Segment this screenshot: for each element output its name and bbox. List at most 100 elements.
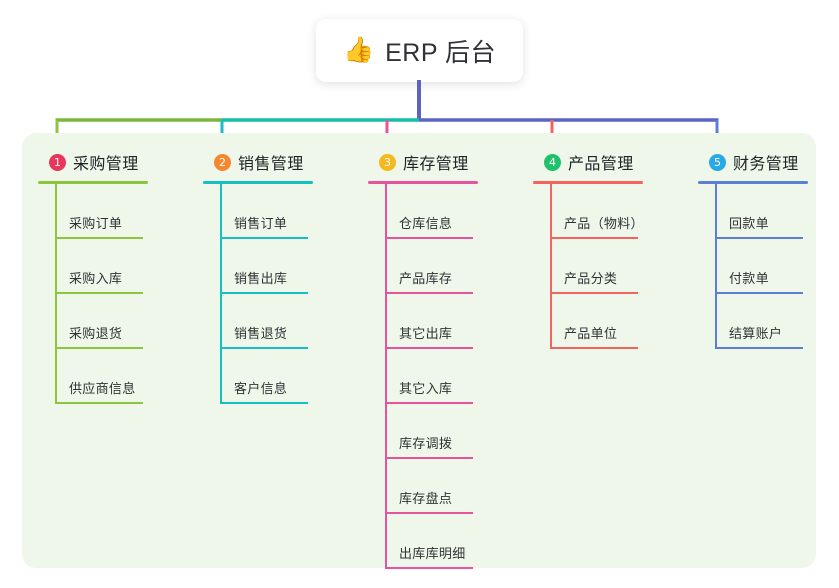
branch-header-3[interactable]: 3 库存管理 <box>368 148 478 176</box>
branch-item-label: 采购订单 <box>69 216 123 231</box>
branch-item[interactable]: 出库库明细 <box>368 514 478 569</box>
branch-title-2: 销售管理 <box>238 156 304 173</box>
branch-header-rule-3 <box>368 181 478 184</box>
branch-item[interactable]: 采购订单 <box>38 184 148 239</box>
branch-item-rule <box>550 347 638 349</box>
branch-item[interactable]: 结算账户 <box>698 294 808 349</box>
root-node[interactable]: 👍 ERP 后台 <box>316 19 523 82</box>
branch-item-rule <box>550 237 638 239</box>
branch-header-rule-2 <box>203 181 313 184</box>
branch-badge-3: 3 <box>379 153 396 171</box>
branch-item-label: 库存盘点 <box>399 491 453 506</box>
branch-item-rule <box>55 402 143 404</box>
branch-column-4: 4 产品管理产品（物料） 产品分类产品单位 <box>533 148 644 349</box>
branch-item-rule <box>220 237 308 239</box>
branch-item-label: 销售退货 <box>234 326 288 341</box>
branch-item-rule <box>715 347 803 349</box>
branch-item[interactable]: 销售出库 <box>203 239 313 294</box>
branch-item[interactable]: 仓库信息 <box>368 184 478 239</box>
branch-item-rule <box>385 512 473 514</box>
branch-item[interactable]: 客户信息 <box>203 349 313 404</box>
branch-item[interactable]: 产品分类 <box>533 239 644 294</box>
branch-item-label: 销售出库 <box>234 271 288 286</box>
branch-item-rule <box>55 237 143 239</box>
branch-item-label: 产品分类 <box>564 271 618 286</box>
branch-item[interactable]: 销售退货 <box>203 294 313 349</box>
branch-item[interactable]: 库存盘点 <box>368 459 478 514</box>
branch-badge-1: 1 <box>49 153 66 171</box>
branch-title-4: 产品管理 <box>568 156 634 173</box>
branch-title-3: 库存管理 <box>403 156 469 173</box>
branch-item-label: 产品（物料） <box>564 216 644 231</box>
branch-item-label: 仓库信息 <box>399 216 453 231</box>
branch-item-rule <box>385 402 473 404</box>
branch-header-rule-1 <box>38 181 148 184</box>
branch-item-rule <box>220 292 308 294</box>
branch-item-rule <box>385 457 473 459</box>
branch-item[interactable]: 库存调拨 <box>368 404 478 459</box>
branch-item-rule <box>55 347 143 349</box>
branch-header-rule-5 <box>698 181 808 184</box>
branch-item[interactable]: 回款单 <box>698 184 808 239</box>
branch-item[interactable]: 产品（物料） <box>533 184 644 239</box>
branch-column-5: 5 财务管理回款单付款单结算账户 <box>698 148 808 349</box>
root-title: ERP 后台 <box>385 38 497 67</box>
branch-badge-4: 4 <box>544 153 561 171</box>
branch-item-label: 销售订单 <box>234 216 288 231</box>
branch-item-list-3: 仓库信息产品库存其它出库其它入库库存调拨库存盘点出库库明细 <box>368 184 478 569</box>
branch-item-label: 付款单 <box>729 271 769 286</box>
branch-item-rule <box>550 292 638 294</box>
branch-item[interactable]: 销售订单 <box>203 184 313 239</box>
branch-item-list-5: 回款单付款单结算账户 <box>698 184 808 349</box>
branch-badge-5: 5 <box>709 153 726 171</box>
branch-item-label: 产品单位 <box>564 326 618 341</box>
branch-item[interactable]: 采购入库 <box>38 239 148 294</box>
branch-item-list-4: 产品（物料） 产品分类产品单位 <box>533 184 644 349</box>
branch-item-label: 其它出库 <box>399 326 453 341</box>
branch-title-1: 采购管理 <box>73 156 139 173</box>
branch-header-4[interactable]: 4 产品管理 <box>533 148 644 176</box>
branch-spine-2 <box>220 184 222 404</box>
branch-item-label: 产品库存 <box>399 271 453 286</box>
branch-spine-4 <box>550 184 552 349</box>
branch-item[interactable]: 其它入库 <box>368 349 478 404</box>
thumbs-up-icon: 👍 <box>342 36 375 64</box>
branch-item-label: 库存调拨 <box>399 436 453 451</box>
branch-item-rule <box>385 292 473 294</box>
branch-item[interactable]: 其它出库 <box>368 294 478 349</box>
branch-item-rule <box>220 402 308 404</box>
branch-item[interactable]: 付款单 <box>698 239 808 294</box>
branch-column-3: 3 库存管理仓库信息产品库存其它出库其它入库库存调拨库存盘点出库库明细 <box>368 148 478 569</box>
branch-spine-5 <box>715 184 717 349</box>
branch-item[interactable]: 供应商信息 <box>38 349 148 404</box>
branch-item-label: 结算账户 <box>729 326 783 341</box>
branch-spine-3 <box>385 184 387 569</box>
branch-item[interactable]: 产品单位 <box>533 294 644 349</box>
branch-item-label: 采购退货 <box>69 326 123 341</box>
branch-item-label: 供应商信息 <box>69 381 136 396</box>
branch-header-1[interactable]: 1 采购管理 <box>38 148 148 176</box>
branch-column-1: 1 采购管理采购订单采购入库采购退货供应商信息 <box>38 148 148 404</box>
branch-item-rule <box>715 237 803 239</box>
branch-item-rule <box>385 347 473 349</box>
branch-item-list-2: 销售订单销售出库销售退货客户信息 <box>203 184 313 404</box>
branch-spine-1 <box>55 184 57 404</box>
branch-item-list-1: 采购订单采购入库采购退货供应商信息 <box>38 184 148 404</box>
branch-item[interactable]: 采购退货 <box>38 294 148 349</box>
branch-item-rule <box>385 567 473 569</box>
branch-item-label: 回款单 <box>729 216 769 231</box>
branch-header-5[interactable]: 5 财务管理 <box>698 148 808 176</box>
branch-item-label: 客户信息 <box>234 381 288 396</box>
branch-item-rule <box>55 292 143 294</box>
root-node-content: 👍 ERP 后台 <box>343 33 496 69</box>
branch-header-rule-4 <box>533 181 643 184</box>
branches-panel <box>22 133 816 568</box>
branch-item-rule <box>220 347 308 349</box>
branch-item-label: 采购入库 <box>69 271 123 286</box>
branch-item[interactable]: 产品库存 <box>368 239 478 294</box>
branch-item-label: 出库库明细 <box>399 546 466 561</box>
branch-title-5: 财务管理 <box>733 156 799 173</box>
